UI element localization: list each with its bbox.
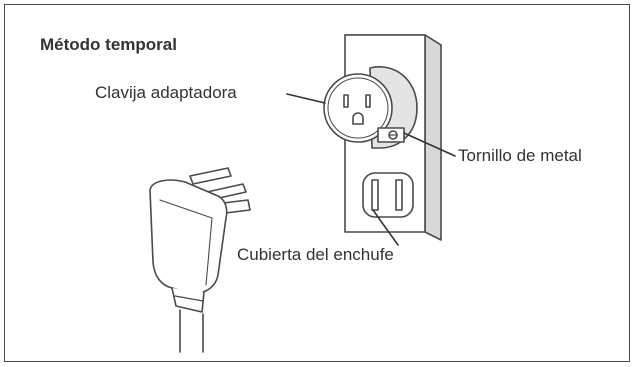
leader-adapter — [286, 93, 326, 104]
diagram-title: Método temporal — [40, 35, 177, 54]
adapter-slot-right — [365, 94, 371, 108]
outlet-cover — [362, 172, 414, 218]
leader-cover — [372, 209, 399, 246]
label-adapter-plug: Clavija adaptadora — [95, 83, 237, 102]
label-metal-screw: Tornillo de metal — [458, 146, 582, 165]
metal-screw — [377, 127, 405, 143]
adapter-slot-left — [343, 94, 349, 108]
adapter-ground-hole — [352, 112, 364, 125]
leader-screw — [403, 132, 456, 157]
plug-prong-top — [189, 167, 232, 185]
three-prong-plug — [149, 167, 251, 353]
label-outlet-cover: Cubierta del enchufe — [237, 245, 394, 264]
figure-frame — [4, 4, 630, 362]
